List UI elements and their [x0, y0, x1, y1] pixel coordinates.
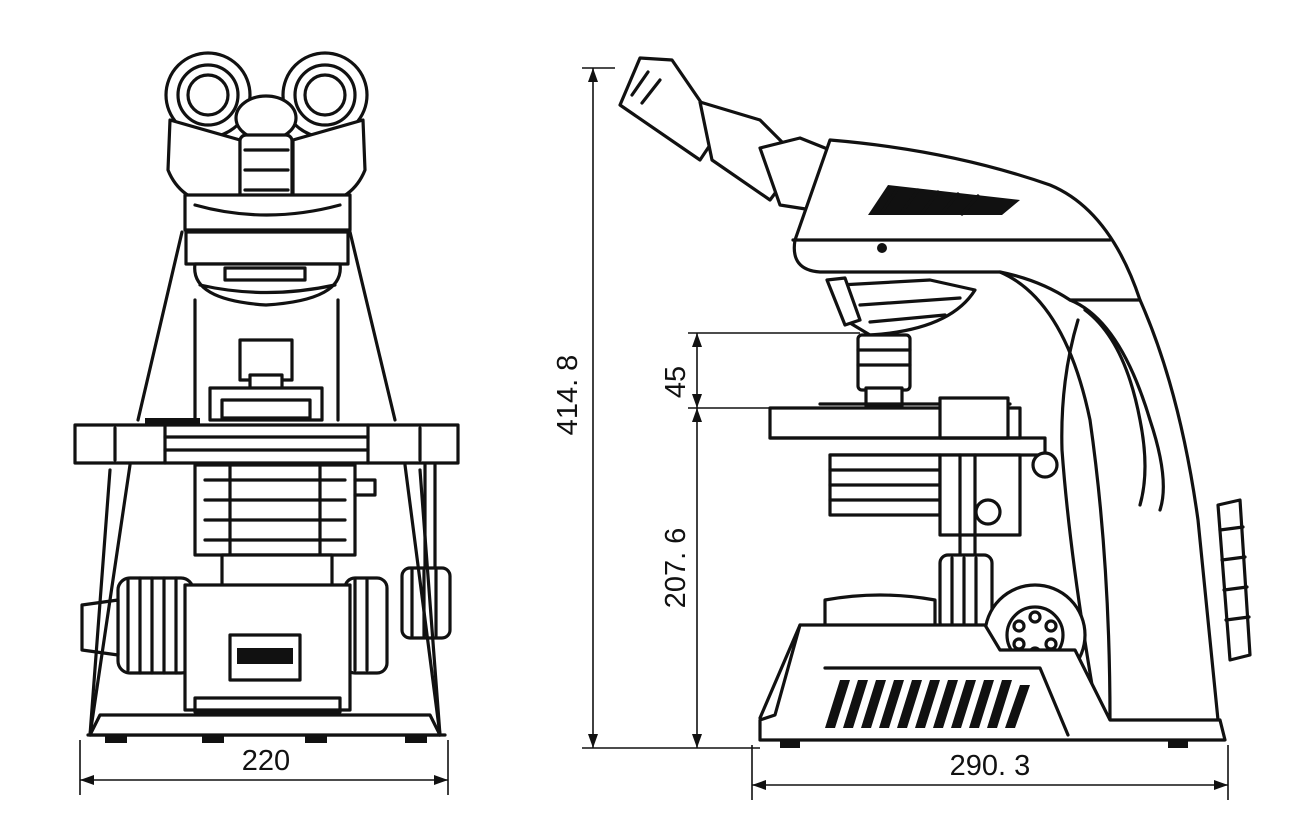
side-nosepiece — [825, 276, 977, 408]
front-head — [183, 193, 352, 307]
front-eyepieces — [164, 51, 369, 209]
side-eyepiece-tube — [618, 56, 832, 212]
front-width-label: 220 — [242, 745, 290, 777]
front-stage — [73, 418, 460, 465]
total-height-label: 414. 8 — [552, 355, 584, 436]
side-rear-handle — [1216, 498, 1252, 662]
front-width-dimension — [79, 740, 449, 795]
stage-height-dimension — [688, 332, 870, 748]
side-head-arm — [791, 138, 1220, 722]
side-depth-label: 290. 3 — [950, 750, 1031, 782]
stage-height-label: 207. 6 — [660, 528, 692, 609]
working-distance-label: 45 — [660, 366, 692, 398]
side-view — [618, 56, 1252, 748]
side-base — [758, 593, 1227, 748]
side-depth-dimension — [751, 745, 1229, 800]
front-body — [136, 230, 397, 422]
side-condenser — [828, 453, 1022, 632]
total-height-dimension — [582, 67, 760, 749]
front-lower-body — [80, 463, 452, 743]
front-view — [73, 51, 460, 743]
